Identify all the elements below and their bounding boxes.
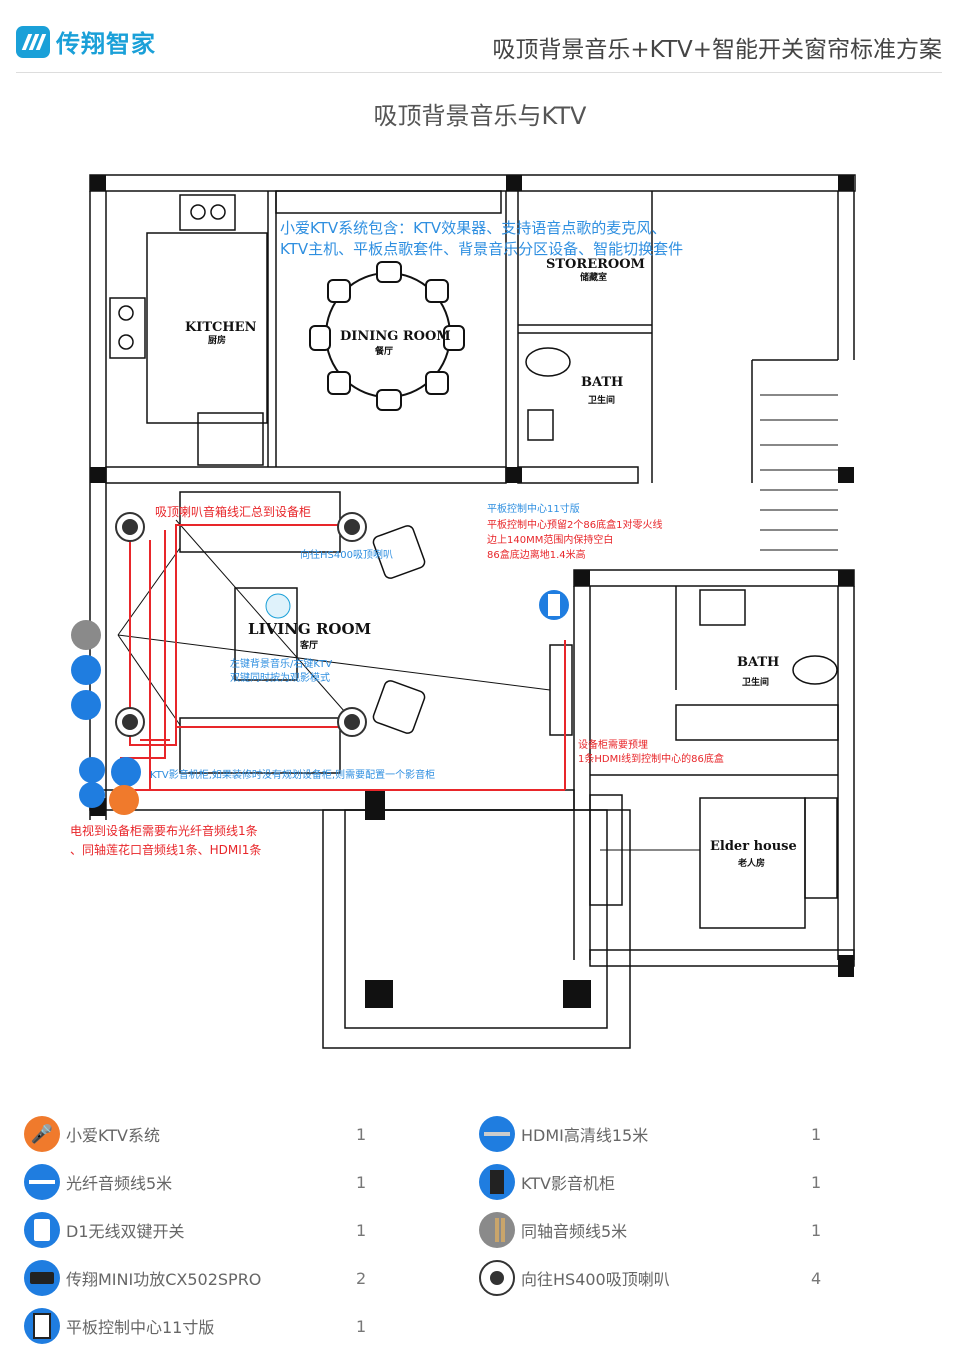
note-switch-1: 左键背景音乐/右键KTV	[230, 657, 332, 670]
note-speaker-direction: 向往HS400吸顶喇叭	[300, 548, 393, 561]
ceiling-speakers	[115, 512, 367, 737]
room-label-storeroom-cn: 储藏室	[580, 271, 607, 283]
legend-item: D1无线双键开关 1	[24, 1210, 424, 1250]
note-panel-title: 平板控制中心11寸版	[487, 502, 580, 515]
note-speaker-wires: 吸顶喇叭音箱线汇总到设备柜	[155, 504, 311, 519]
cabinet-icon	[479, 1164, 515, 1200]
amplifier-icon	[24, 1260, 60, 1296]
note-switch-2: 双键同时按为观影模式	[230, 671, 330, 684]
legend-item: 🎤 小爱KTV系统 1	[24, 1114, 424, 1154]
note-hdmi-1: 设备柜需要预埋	[578, 738, 648, 751]
section-title: 吸顶背景音乐与KTV	[373, 102, 587, 130]
hdmi-cable-icon	[479, 1116, 515, 1152]
equipment-legend: 🎤 小爱KTV系统 1 光纤音频线5米 1 D1无线双键开关 1 传翔MINI功…	[0, 1108, 960, 1348]
ceiling-speaker-icon	[479, 1260, 515, 1296]
legend-item: HDMI高清线15米 1	[479, 1114, 879, 1154]
note-tv-1: 电视到设备柜需要布光纤音频线1条	[70, 823, 258, 838]
tablet-icon	[24, 1308, 60, 1344]
room-label-kitchen-cn: 厨房	[208, 334, 226, 346]
room-label-dining: DINING ROOM	[340, 329, 451, 344]
coaxial-cable-icon	[479, 1212, 515, 1248]
floor-plan: KITCHEN 厨房 DINING ROOM 餐厅 STOREROOM 储藏室 …	[70, 174, 856, 1049]
legend-item: 平板控制中心11寸版 1	[24, 1306, 424, 1346]
room-label-bath1-cn: 卫生间	[588, 394, 615, 406]
room-label-kitchen: KITCHEN	[185, 320, 257, 335]
optical-cable-icon	[24, 1164, 60, 1200]
note-ktv-system-1: 小爱KTV系统包含：KTV效果器、支持语音点歌的麦克风、	[280, 219, 666, 237]
note-panel-4: 86盒底边离地1.4米高	[487, 548, 586, 561]
note-panel-2: 平板控制中心预留2个86底盒1对零火线	[487, 518, 662, 531]
legend-item: KTV影音机柜 1	[479, 1162, 879, 1202]
note-cabinet: KTV影音机柜,如果装修时没有规划设备柜,则需要配置一个影音柜	[150, 768, 435, 781]
room-label-elder: Elder house	[710, 839, 797, 854]
device-icons	[71, 590, 569, 815]
stove	[118, 204, 226, 350]
dining-table	[309, 261, 465, 411]
room-label-elder-cn: 老人房	[737, 857, 765, 869]
room-label-dining-cn: 餐厅	[374, 345, 393, 357]
note-hdmi-2: 1条HDMI线到控制中心的86底盒	[578, 752, 724, 765]
note-ktv-system-2: KTV主机、平板点歌套件、背景音乐分区设备、智能切换套件	[280, 240, 683, 258]
room-label-storeroom: STOREROOM	[546, 257, 645, 272]
room-label-bath2: BATH	[737, 655, 779, 670]
legend-item: 传翔MINI功放CX502SPRO 2	[24, 1258, 424, 1298]
room-label-living-cn: 客厅	[299, 639, 318, 651]
brand-logo[interactable]: 传翔智家	[16, 24, 156, 59]
header-divider	[16, 72, 942, 73]
legend-item: 光纤音频线5米 1	[24, 1162, 424, 1202]
room-label-living: LIVING ROOM	[248, 620, 371, 638]
logo-mark-icon	[16, 25, 50, 58]
room-label-bath1: BATH	[581, 375, 623, 390]
note-tv-2: 、同轴莲花口音频线1条、HDMI1条	[70, 842, 261, 857]
note-panel-3: 边上140MM范围内保持空白	[487, 533, 613, 546]
page-header: 传翔智家 吸顶背景音乐+KTV+智能开关窗帘标准方案	[0, 0, 960, 74]
header-title: 吸顶背景音乐+KTV+智能开关窗帘标准方案	[492, 37, 942, 63]
legend-item: 同轴音频线5米 1	[479, 1210, 879, 1250]
armchairs	[372, 525, 426, 734]
microphone-icon: 🎤	[24, 1116, 60, 1152]
room-label-bath2-cn: 卫生间	[742, 676, 769, 688]
logo-text: 传翔智家	[56, 30, 156, 58]
wiring-routes	[120, 524, 566, 791]
wireless-switch-icon	[24, 1212, 60, 1248]
wall-corners	[90, 175, 854, 1008]
legend-item: 向往HS400吸顶喇叭 4	[479, 1258, 879, 1298]
toilets	[525, 347, 838, 685]
